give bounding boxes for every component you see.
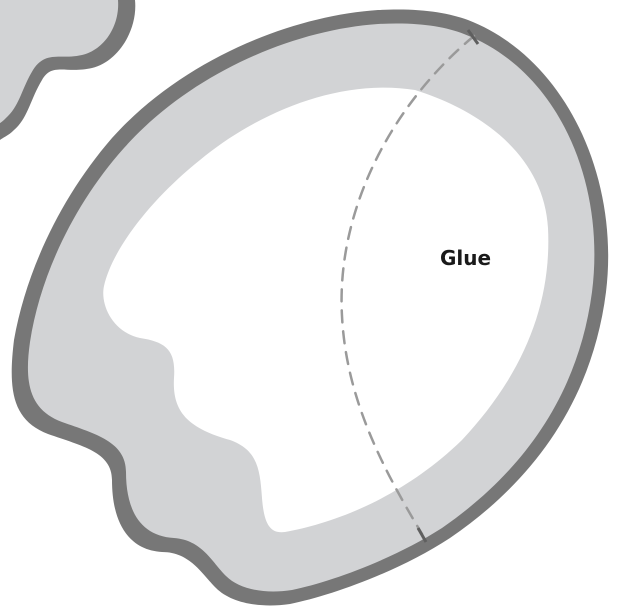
- adjacent-template-piece: [0, 0, 135, 140]
- glue-label: Glue: [440, 246, 491, 270]
